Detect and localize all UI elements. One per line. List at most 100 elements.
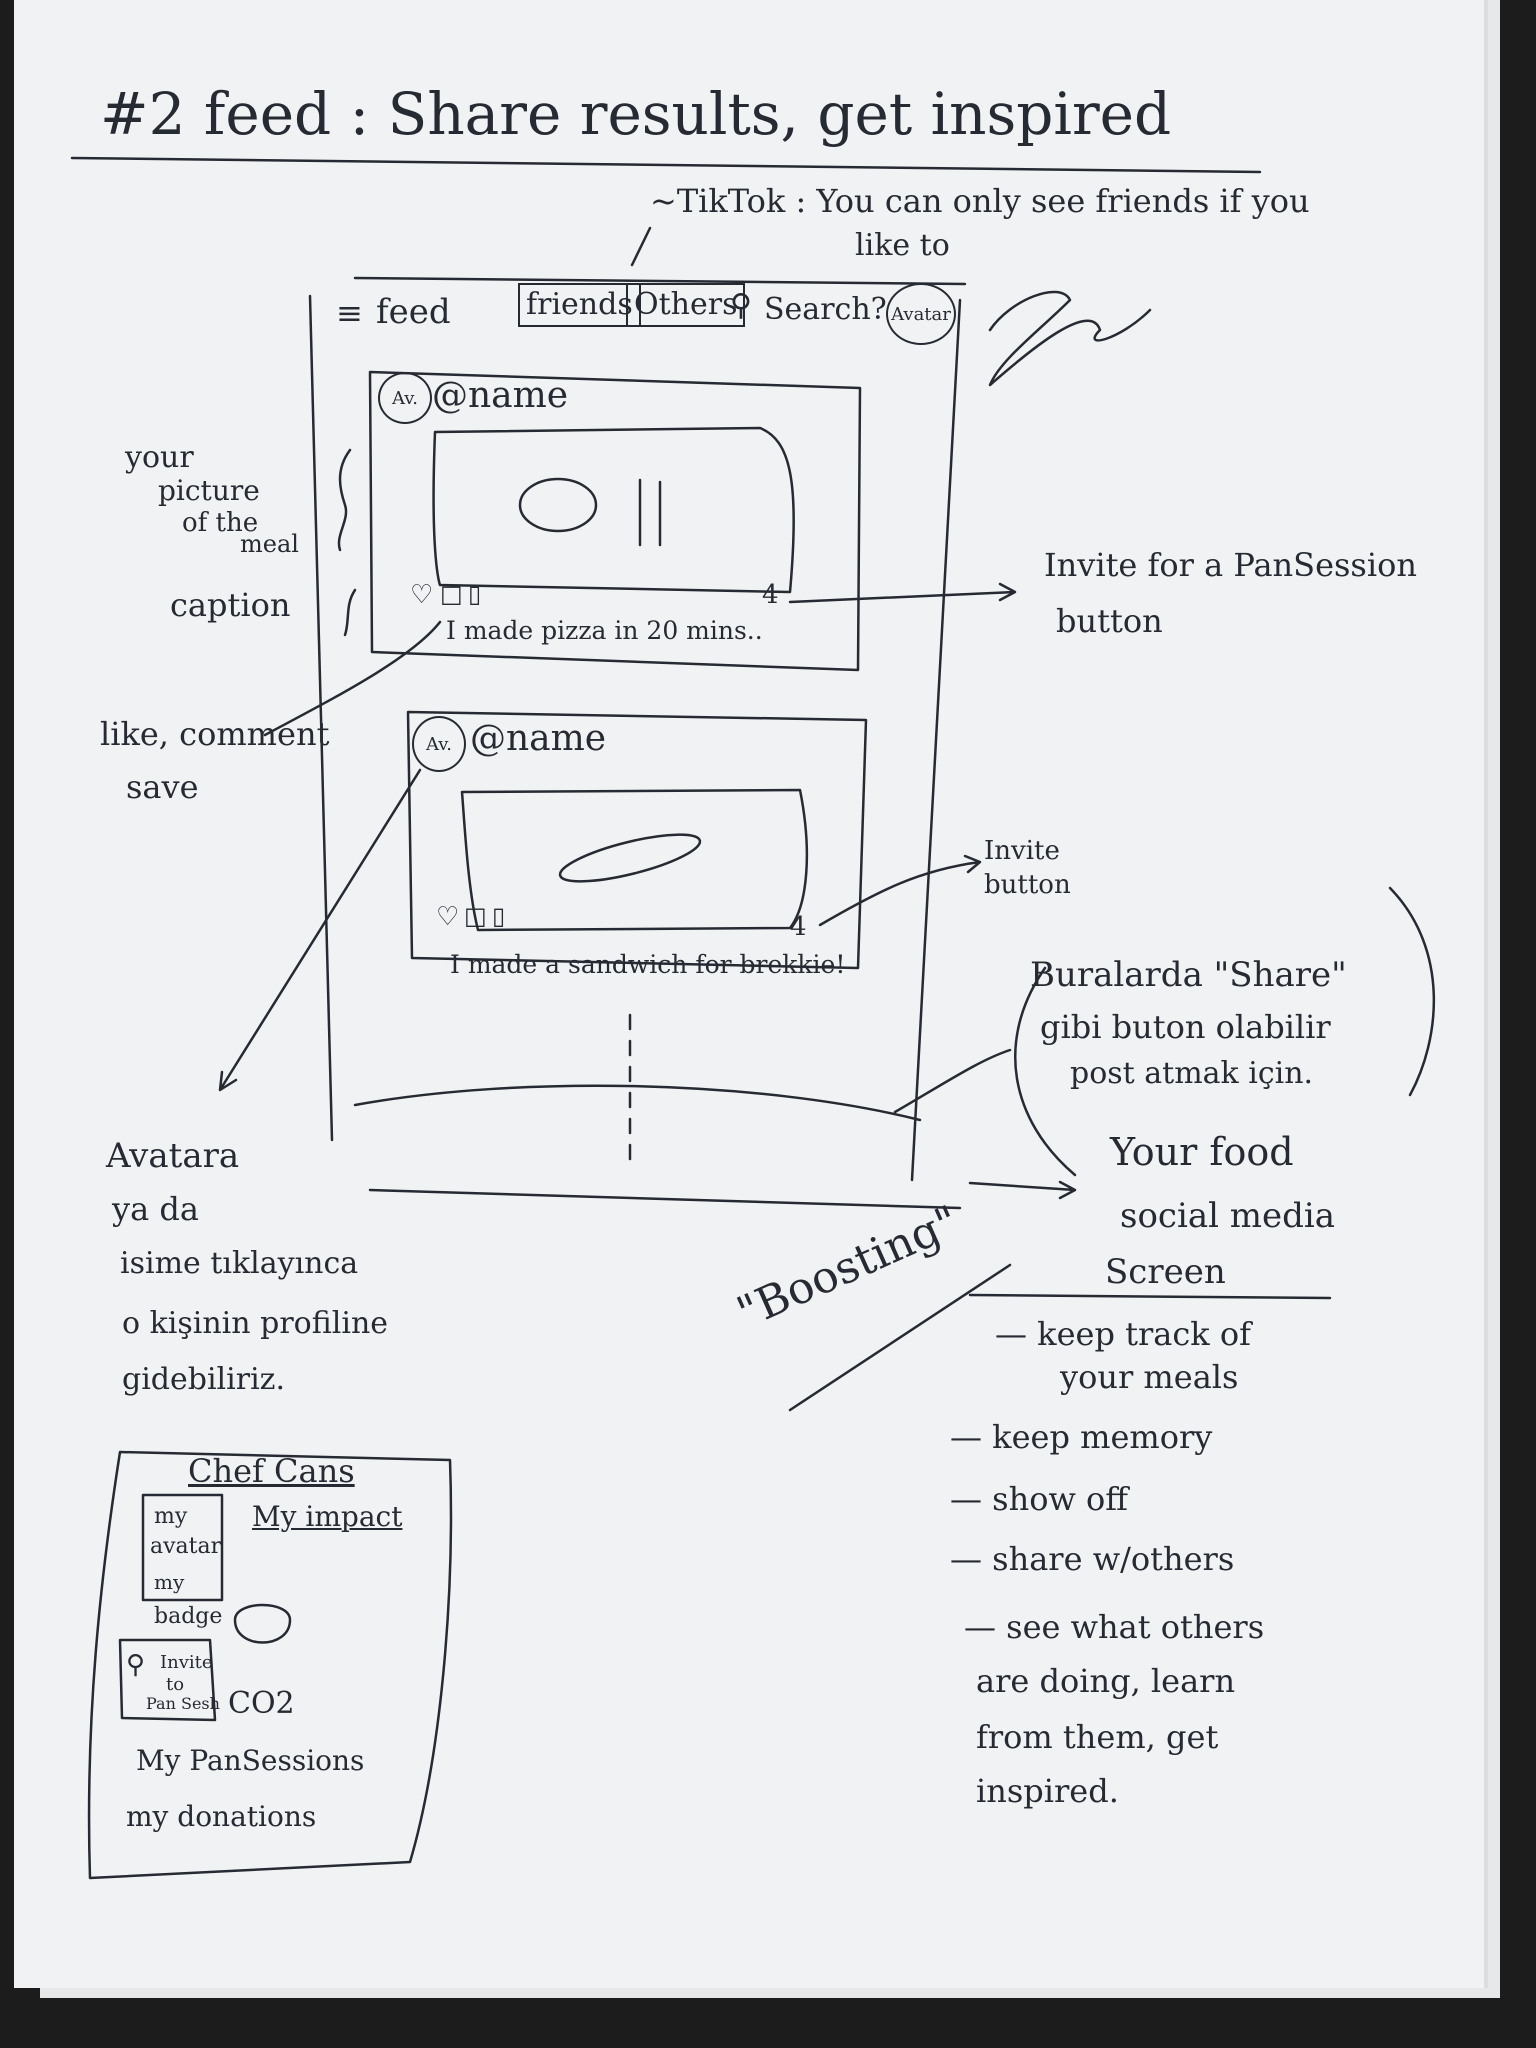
profile-donations[interactable]: my donations (126, 1800, 317, 1833)
post2-comment-icon[interactable]: □ (464, 902, 487, 930)
avatar-arrow (218, 768, 422, 1092)
note-screen-3: Screen (1105, 1252, 1226, 1292)
note-bullet-8: from them, get (976, 1718, 1219, 1756)
tiktok-arrow (630, 226, 652, 267)
post2-bread (558, 833, 702, 883)
search-icon[interactable]: ⚲ (730, 288, 752, 323)
profile-invite-3[interactable]: Pan Sesh (146, 1694, 220, 1713)
note-share-3: post atmak için. (1070, 1056, 1314, 1091)
post2-like-icon[interactable]: ♡ (436, 902, 460, 932)
tab-others[interactable]: Others (626, 283, 746, 327)
paper-sheet (14, 0, 1484, 1988)
note-invite1-line2: button (1056, 602, 1163, 640)
note-picture-2: picture (158, 474, 260, 507)
post1-invite-icon[interactable]: 4 (762, 580, 779, 610)
share-arrow (893, 1048, 1012, 1114)
note-screen-1: Your food (1110, 1130, 1294, 1174)
share-paren-right (1388, 886, 1435, 1097)
post2-card (406, 710, 868, 970)
phone-right-edge (910, 298, 962, 1182)
post1-plate (518, 477, 598, 533)
profile-invite-1[interactable]: Invite (160, 1652, 213, 1673)
tab-friends[interactable]: friends (518, 283, 641, 327)
screen-arrow (968, 1180, 1077, 1200)
header-avatar[interactable]: Avatar (886, 283, 956, 345)
tiktok-note-line2: like to (855, 228, 950, 263)
note-bullet-5: — share w/others (950, 1540, 1235, 1578)
post1-image (432, 426, 795, 594)
invite-arrow-1 (788, 582, 1017, 604)
phone-bottom-edge (368, 1188, 962, 1210)
note-bullet-2: your meals (1060, 1358, 1239, 1396)
post2-username[interactable]: @name (470, 718, 607, 759)
tiktok-note-line1: ~TikTok : You can only see friends if yo… (650, 182, 1310, 220)
note-bullet-9: inspired. (976, 1772, 1119, 1810)
post2-avatar-label: Av. (425, 733, 453, 755)
note-bullet-7: are doing, learn (976, 1662, 1236, 1700)
profile-sessions[interactable]: My PanSessions (136, 1744, 365, 1777)
profile-avatar-1[interactable]: my (154, 1504, 188, 1529)
profile-badge-2[interactable]: badge (154, 1604, 223, 1629)
post2-caption: I made a sandwich for brekkie! (450, 950, 846, 979)
avatar-note-2: ya da (112, 1190, 199, 1228)
menu-icon[interactable]: ≡ (336, 294, 363, 332)
avatar-note-1: Avatara (106, 1136, 240, 1176)
share-paren-left (1014, 966, 1077, 1177)
invite-arrow-2 (818, 854, 982, 927)
picture-brace (337, 448, 352, 552)
boosting-slash (788, 1263, 1012, 1412)
avatar-note-3: isime tıklayınca (120, 1246, 359, 1281)
note-invite2-line1: Invite (984, 836, 1060, 866)
note-share-1: Buralarda "Share" (1030, 955, 1347, 995)
page-title: #2 feed : Share results, get inspired (100, 80, 1172, 148)
post2-save-icon[interactable]: ▯ (492, 902, 506, 930)
post1-username[interactable]: @name (432, 375, 569, 416)
post1-like-icon[interactable]: ♡ (410, 580, 434, 610)
note-share-2: gibi buton olabilir (1040, 1008, 1331, 1046)
profile-invite-box (118, 1638, 217, 1722)
note-invite1-line1: Invite for a PanSession (1044, 546, 1417, 584)
note-picture-3: of the (182, 508, 259, 538)
scroll-curve (353, 1084, 922, 1122)
note-like: like, comment (100, 715, 330, 753)
post1-save-icon[interactable]: ▯ (468, 580, 482, 608)
post1-card (368, 370, 862, 672)
note-picture-4: meal (240, 530, 299, 558)
profile-fork-icon: ⚲ (126, 1650, 146, 1680)
note-caption: caption (170, 586, 291, 624)
avatar-note-4: o kişinin profiline (122, 1306, 389, 1341)
like-arrow (263, 620, 442, 737)
screen-underline (968, 1293, 1332, 1300)
note-picture-1: your (125, 440, 194, 475)
feed-label: feed (376, 292, 451, 332)
profile-invite-2[interactable]: to (166, 1674, 185, 1695)
phone-left-edge (308, 294, 334, 1142)
note-screen-2: social media (1120, 1196, 1336, 1236)
note-save: save (126, 768, 199, 806)
header-avatar-label: Avatar (891, 303, 951, 325)
profile-avatar-2[interactable]: avatar (150, 1534, 222, 1559)
post1-avatar-label: Av. (391, 387, 419, 409)
note-invite2-line2: button (984, 870, 1071, 900)
post2-image (460, 788, 809, 932)
profile-badge-1[interactable]: my (154, 1570, 185, 1594)
post2-invite-icon[interactable]: 4 (790, 912, 807, 942)
post1-avatar[interactable]: Av. (378, 372, 432, 424)
profile-title: Chef Cans (188, 1452, 355, 1490)
title-underline (70, 156, 1262, 174)
post1-cutlery (638, 478, 662, 547)
post2-avatar[interactable]: Av. (412, 716, 466, 772)
phone-top-edge (353, 276, 967, 286)
note-bullet-1: — keep track of (995, 1315, 1251, 1353)
post1-caption: I made pizza in 20 mins.. (446, 616, 763, 645)
note-bullet-3: — keep memory (950, 1418, 1213, 1456)
search-label[interactable]: Search? (764, 292, 887, 327)
note-bullet-6: — see what others (964, 1608, 1265, 1646)
profile-co2: CO2 (228, 1686, 295, 1721)
profile-impact[interactable]: My impact (252, 1500, 403, 1533)
profile-card-outline (87, 1450, 453, 1880)
post1-comment-icon[interactable]: □ (440, 580, 463, 608)
avatar-note-5: gidebiliriz. (122, 1362, 286, 1397)
caption-brace (343, 588, 357, 637)
